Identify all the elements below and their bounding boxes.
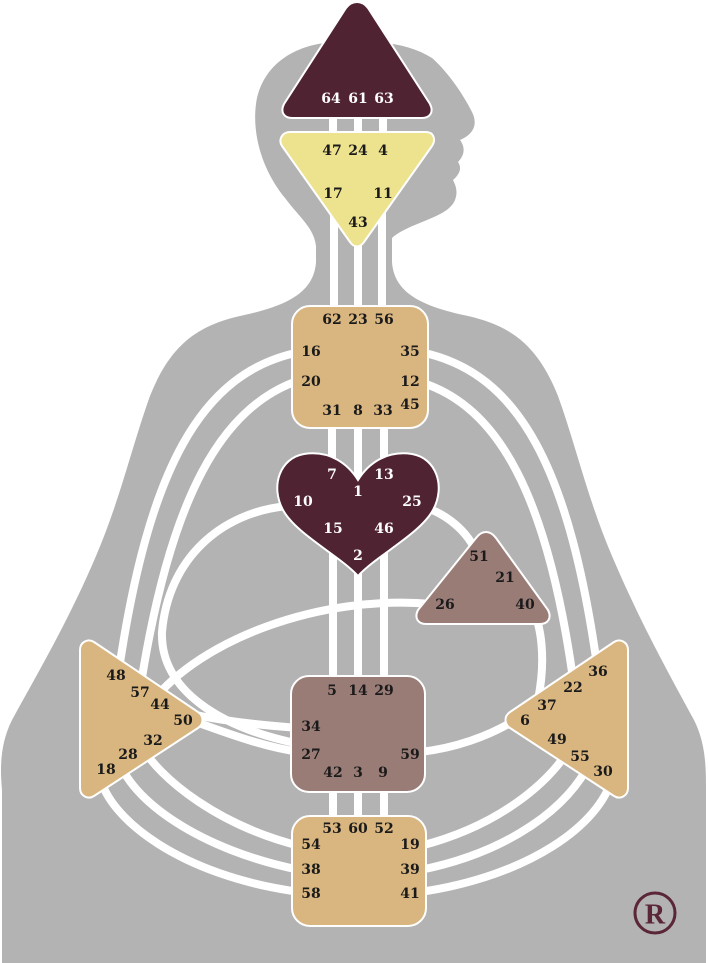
gate-label: 40 bbox=[515, 597, 535, 613]
gate-label: 31 bbox=[322, 403, 341, 419]
gate-label: 19 bbox=[400, 837, 419, 853]
gate-label: 47 bbox=[322, 143, 341, 159]
registered-letter: R bbox=[645, 900, 666, 931]
ajna-center bbox=[279, 131, 435, 248]
head-center bbox=[281, 1, 433, 119]
channel-20-57 bbox=[136, 376, 304, 694]
gate-label: 12 bbox=[400, 374, 419, 390]
gate-label: 3 bbox=[353, 765, 363, 781]
gate-label: 39 bbox=[400, 862, 419, 878]
gate-label: 41 bbox=[400, 886, 419, 902]
gate-label: 4 bbox=[378, 143, 388, 159]
gate-label: 61 bbox=[348, 91, 367, 107]
gate-label: 21 bbox=[495, 570, 514, 586]
gate-label: 14 bbox=[348, 683, 368, 699]
gate-label: 43 bbox=[348, 215, 367, 231]
channel-39-55 bbox=[416, 758, 594, 874]
gate-label: 50 bbox=[173, 713, 193, 729]
gate-label: 23 bbox=[348, 312, 367, 328]
gate-label: 54 bbox=[301, 837, 321, 853]
gate-label: 53 bbox=[322, 821, 341, 837]
gate-label: 16 bbox=[301, 344, 320, 360]
channel-58-18 bbox=[96, 772, 304, 896]
solar-plexus-center bbox=[504, 639, 629, 799]
channel-16-48 bbox=[114, 348, 304, 680]
gate-label: 6 bbox=[520, 713, 530, 729]
gate-label: 7 bbox=[327, 467, 337, 483]
ego-center bbox=[415, 531, 551, 625]
gate-label: 59 bbox=[400, 747, 419, 763]
gate-label: 9 bbox=[378, 765, 388, 781]
gate-label: 51 bbox=[469, 549, 488, 565]
gate-label: 44 bbox=[150, 697, 170, 713]
gate-label: 64 bbox=[321, 91, 341, 107]
gate-label: 48 bbox=[106, 668, 125, 684]
channel-26-44 bbox=[148, 598, 436, 706]
gate-label: 36 bbox=[588, 664, 607, 680]
gate-label: 18 bbox=[96, 762, 115, 778]
gate-label: 62 bbox=[322, 312, 341, 328]
gate-label: 55 bbox=[570, 749, 589, 765]
gate-label: 10 bbox=[293, 494, 313, 510]
gate-label: 8 bbox=[353, 403, 363, 419]
channel-41-30 bbox=[416, 774, 616, 896]
gate-label: 26 bbox=[435, 597, 454, 613]
gate-label: 60 bbox=[348, 821, 368, 837]
gate-label: 42 bbox=[323, 765, 342, 781]
gate-label: 32 bbox=[143, 733, 162, 749]
gate-label: 38 bbox=[301, 862, 320, 878]
gate-label: 24 bbox=[348, 143, 368, 159]
gate-label: 2 bbox=[353, 548, 363, 564]
channel-59-6 bbox=[416, 718, 516, 756]
spleen-center bbox=[79, 639, 204, 799]
gate-label: 37 bbox=[537, 698, 556, 714]
gate-label: 20 bbox=[301, 374, 321, 390]
gate-label: 29 bbox=[374, 683, 393, 699]
gate-label: 57 bbox=[130, 685, 149, 701]
gate-label: 25 bbox=[402, 494, 421, 510]
sacral-center bbox=[290, 675, 426, 793]
gate-label: 15 bbox=[323, 521, 342, 537]
gate-label: 52 bbox=[374, 821, 393, 837]
gate-label: 49 bbox=[547, 732, 566, 748]
gate-label: 11 bbox=[373, 186, 392, 202]
gate-label: 33 bbox=[373, 403, 392, 419]
gate-label: 5 bbox=[327, 683, 337, 699]
gate-label: 27 bbox=[301, 747, 320, 763]
gate-label: 56 bbox=[374, 312, 393, 328]
gate-label: 63 bbox=[374, 91, 393, 107]
gate-label: 30 bbox=[593, 764, 613, 780]
gate-label: 17 bbox=[323, 186, 342, 202]
channel-12-22 bbox=[416, 378, 578, 690]
channel-35-36 bbox=[416, 348, 602, 676]
gate-label: 35 bbox=[400, 344, 419, 360]
gate-label: 1 bbox=[353, 484, 363, 500]
g-center bbox=[276, 452, 440, 578]
gate-label: 13 bbox=[374, 467, 393, 483]
gate-labels: 64 61 63 47 24 4 17 11 43 62 23 56 16 35… bbox=[96, 91, 613, 902]
gate-label: 28 bbox=[118, 747, 137, 763]
throat-center bbox=[291, 305, 429, 429]
gate-label: 45 bbox=[400, 397, 419, 413]
registered-mark: R bbox=[633, 891, 677, 935]
gate-label: 22 bbox=[563, 680, 582, 696]
root-center bbox=[291, 815, 427, 927]
registered-circle bbox=[633, 891, 677, 935]
centers bbox=[79, 1, 629, 927]
gate-label: 46 bbox=[374, 521, 393, 537]
gate-label: 58 bbox=[301, 886, 320, 902]
gate-label: 34 bbox=[301, 719, 321, 735]
